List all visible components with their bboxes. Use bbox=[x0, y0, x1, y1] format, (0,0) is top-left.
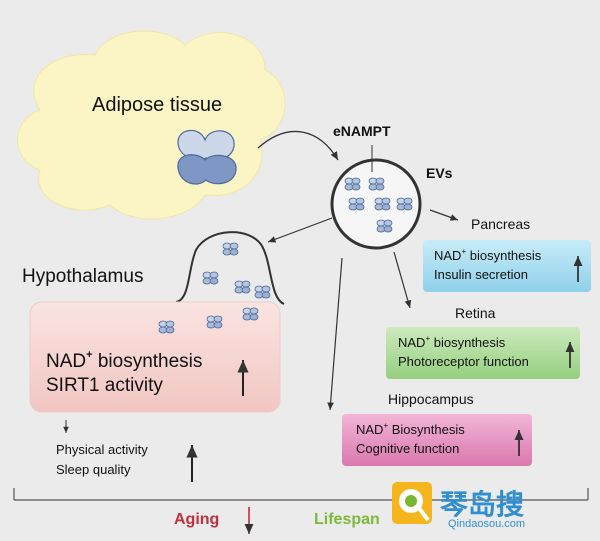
retina-box bbox=[386, 327, 580, 379]
arrow-to-pancreas bbox=[429, 209, 459, 221]
adipose-tissue-label: Adipose tissue bbox=[92, 94, 223, 116]
hypothalamus-dome bbox=[175, 231, 285, 305]
hypothalamus-box bbox=[29, 301, 281, 413]
adipose-cloud bbox=[17, 30, 286, 220]
pancreas-box bbox=[423, 240, 591, 292]
arrow-to-retina bbox=[393, 251, 412, 309]
aging-label: Aging bbox=[174, 511, 220, 528]
pancreas-insulin-line: Insulin secretion bbox=[434, 267, 528, 282]
retina-nad-line: NAD+ biosynthesis bbox=[398, 334, 506, 350]
hypothalamus-title: Hypothalamus bbox=[22, 266, 144, 287]
retina-title: Retina bbox=[455, 305, 496, 321]
hippocampus-box bbox=[342, 414, 532, 466]
evs-label: EVs bbox=[426, 165, 453, 181]
sleep-quality-label: Sleep quality bbox=[56, 462, 131, 477]
enampt-label: eNAMPT bbox=[333, 123, 391, 139]
retina-photoreceptor-line: Photoreceptor function bbox=[398, 354, 529, 369]
arrow-to-hippocampus bbox=[327, 257, 343, 411]
arrow-to-hypothalamus bbox=[267, 217, 333, 243]
watermark-logo-icon bbox=[392, 482, 432, 524]
hippocampus-cognitive-line: Cognitive function bbox=[356, 441, 460, 456]
pancreas-title: Pancreas bbox=[471, 216, 531, 232]
enampt-dimer-icon bbox=[177, 129, 237, 185]
hippocampus-title: Hippocampus bbox=[388, 391, 474, 407]
physical-activity-label: Physical activity bbox=[56, 442, 148, 457]
hypothalamus-sirt1-line: SIRT1 activity bbox=[46, 375, 163, 396]
hippocampus-nad-line: NAD+ Biosynthesis bbox=[356, 421, 465, 437]
watermark-url: Qindaosou.com bbox=[448, 518, 526, 530]
arrow-adipose-to-evs bbox=[257, 131, 339, 161]
pancreas-nad-line: NAD+ biosynthesis bbox=[434, 247, 542, 263]
hypothalamus-nad-line: NAD+ biosynthesis bbox=[46, 349, 203, 372]
lifespan-label: Lifespan bbox=[314, 511, 380, 528]
watermark-chinese: 琴岛搜 bbox=[440, 489, 525, 520]
